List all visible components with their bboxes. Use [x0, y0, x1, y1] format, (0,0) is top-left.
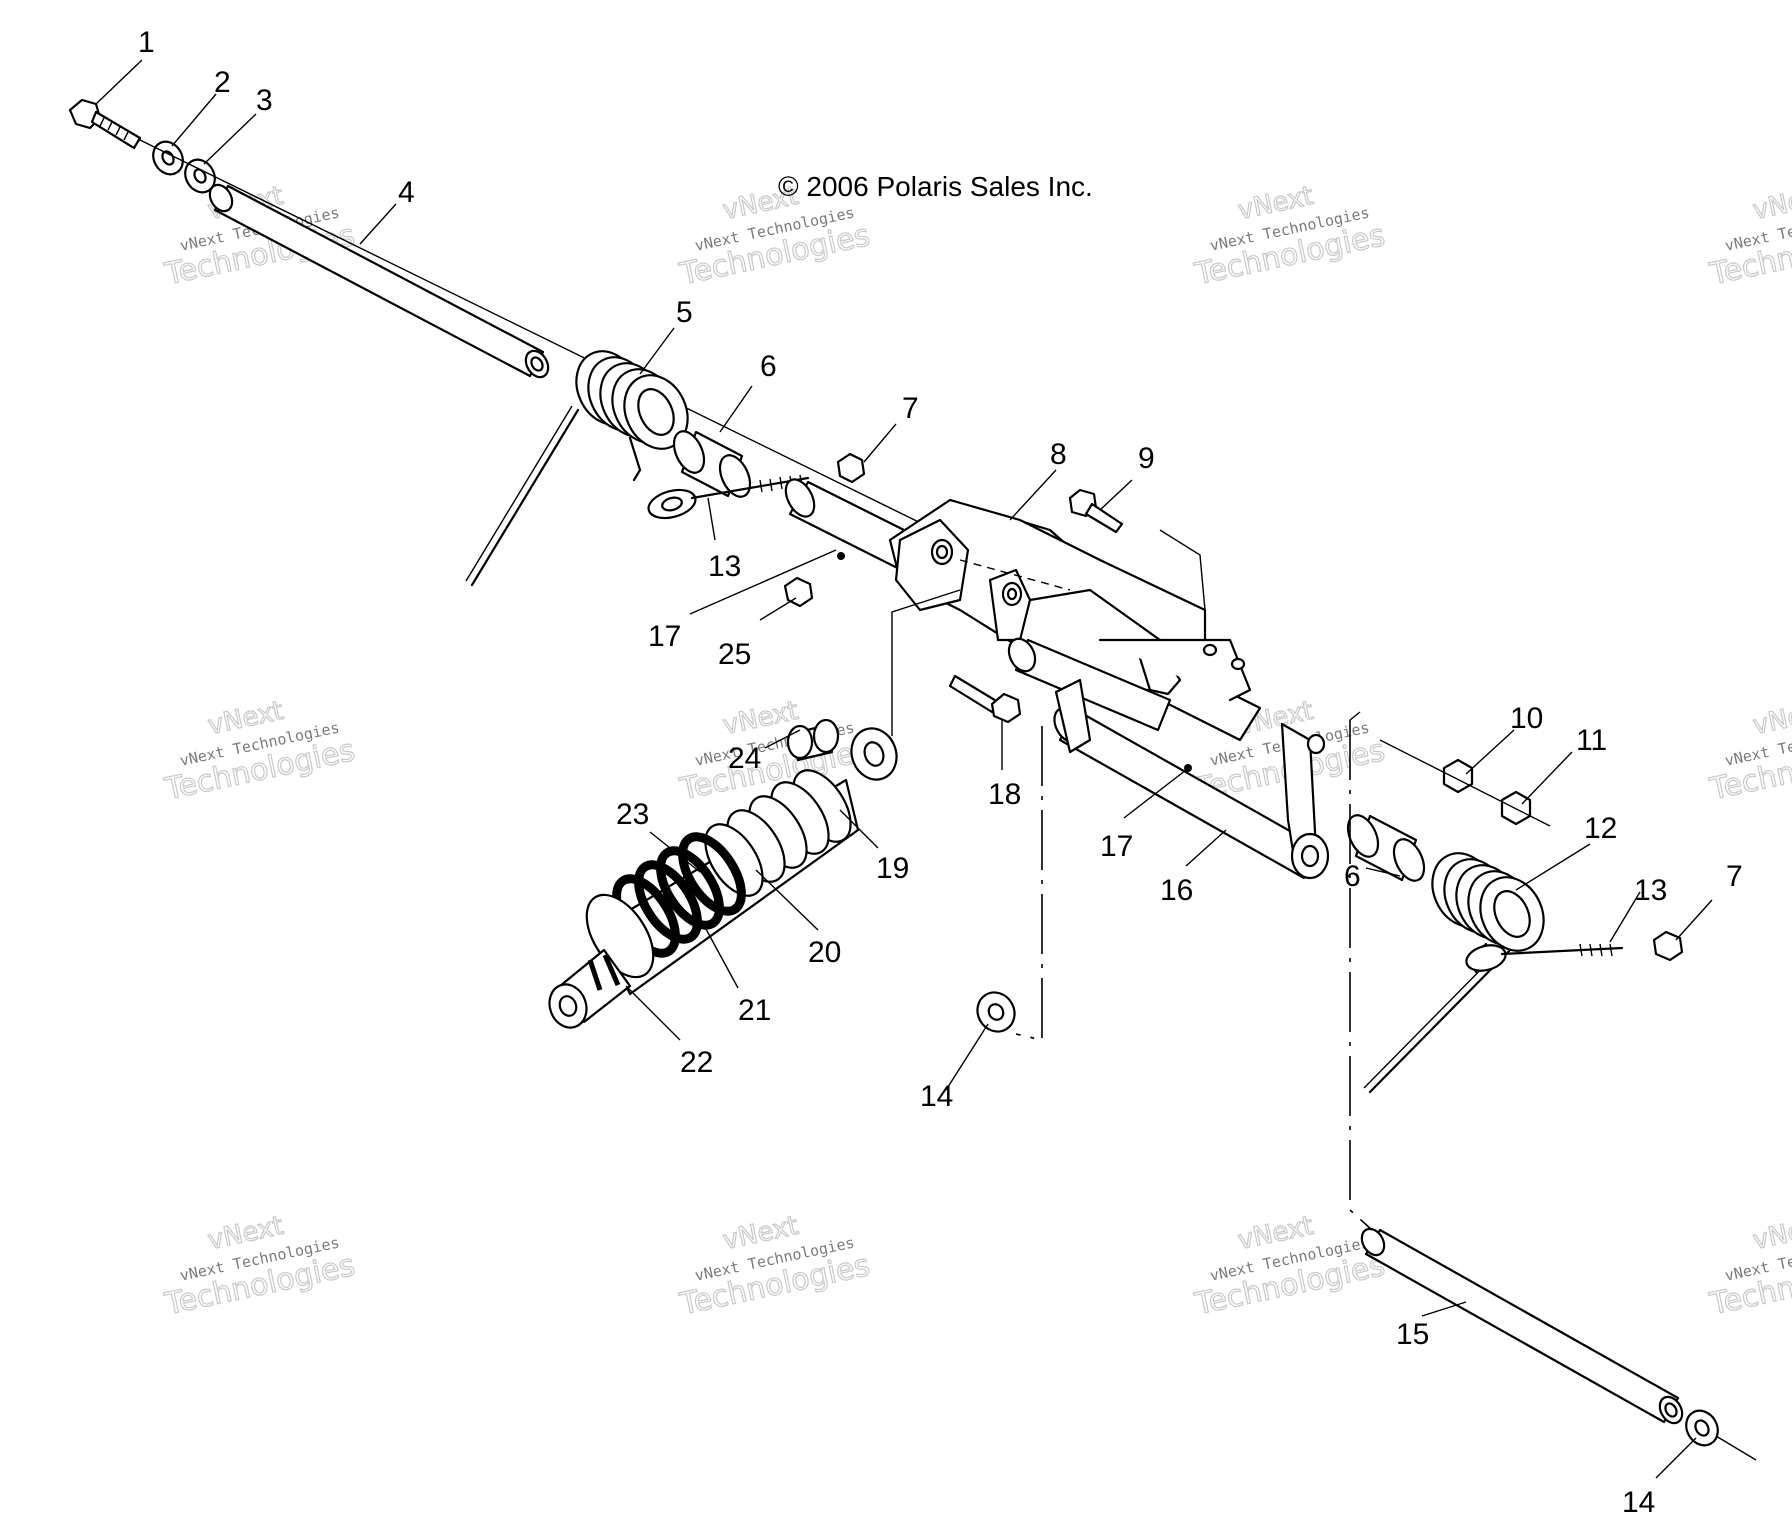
washer-part-14 — [1685, 1409, 1719, 1447]
watermark: vNext vNext Technologies Technologies — [1706, 1210, 1792, 1323]
callout-label: 20 — [808, 936, 841, 969]
callout-label: 18 — [988, 778, 1021, 811]
callout-label: 10 — [1510, 702, 1543, 735]
nut-part-10 — [1442, 758, 1474, 794]
callout-label: 16 — [1160, 874, 1193, 907]
watermark-text: vNext — [1750, 181, 1792, 226]
frame-part-8 — [784, 478, 1262, 742]
leader-lines — [95, 59, 1713, 1479]
nut-part-25 — [783, 576, 814, 608]
parts-drawing — [68, 59, 1757, 1479]
nut-part-7 — [836, 452, 866, 484]
callout-label: 11 — [1576, 724, 1607, 757]
bolt-part-1 — [68, 98, 142, 150]
watermark: vNext vNext Technologies Technologies — [161, 1210, 359, 1323]
callout-label: 14 — [1622, 1486, 1655, 1519]
torsion-spring-part-5 — [465, 350, 689, 587]
callout-label: 21 — [738, 994, 771, 1027]
washer-part-3 — [184, 158, 216, 194]
callout-label: 15 — [1396, 1318, 1429, 1351]
callout-label: 8 — [1050, 438, 1067, 471]
watermark-text: vNext — [1750, 696, 1792, 741]
shaft-part-16 — [1053, 678, 1330, 880]
callout-label: 4 — [398, 176, 415, 209]
callout-label: 19 — [876, 852, 909, 885]
watermark-text: vNext — [1750, 1211, 1792, 1256]
callout-label: 3 — [256, 84, 273, 117]
tube-part-15 — [1360, 1227, 1684, 1425]
callout-label: 13 — [1634, 874, 1667, 907]
tube-part-4 — [208, 183, 550, 379]
callout-label: 6 — [760, 350, 777, 383]
torsion-spring-part-12 — [1363, 852, 1545, 1094]
bushing-part-6 — [672, 430, 752, 498]
bolt-part-18 — [948, 674, 1022, 724]
callout-label: 6 — [1344, 860, 1361, 893]
watermark: vNext vNext Technologies Technologies — [1191, 180, 1389, 293]
watermark-layer: vNext vNext Technologies Technologies vN… — [161, 180, 1792, 1323]
callout-label: 17 — [648, 620, 681, 653]
callout-label: 17 — [1100, 830, 1133, 863]
callout-label: 14 — [920, 1080, 953, 1113]
nut-part-11 — [1500, 790, 1532, 826]
grease-fitting-part-17 — [837, 552, 845, 560]
callout-label: 22 — [680, 1046, 713, 1079]
bolt-part-9 — [1068, 488, 1124, 534]
eye-bolt-part-13 — [1465, 943, 1624, 972]
copyright-notice: © 2006 Polaris Sales Inc. — [778, 171, 1093, 202]
watermark: vNext vNext Technologies Technologies — [161, 695, 359, 808]
callout-label: 24 — [728, 742, 761, 775]
washer-part-14 — [976, 991, 1016, 1033]
callout-label: 2 — [214, 66, 231, 99]
callout-label: 9 — [1138, 442, 1155, 475]
callout-labels: 1 2 3 4 5 6 7 8 9 13 17 25 24 23 18 10 1… — [138, 26, 1743, 1519]
watermark: vNext vNext Technologies Technologies — [1191, 1210, 1389, 1323]
bushing-part-24 — [786, 718, 840, 762]
callout-label: 7 — [902, 392, 919, 425]
watermark: vNext vNext Technologies Technologies — [1706, 695, 1792, 808]
callout-label: 7 — [1726, 860, 1743, 893]
watermark: vNext vNext Technologies Technologies — [676, 1210, 874, 1323]
callout-label: 25 — [718, 638, 751, 671]
watermark: vNext vNext Technologies Technologies — [1706, 180, 1792, 293]
eye-bolt-part-13 — [647, 474, 810, 520]
callout-label: 12 — [1584, 812, 1617, 845]
callout-label: 23 — [616, 798, 649, 831]
shock-absorber-assembly — [548, 589, 961, 1029]
callout-label: 1 — [138, 26, 155, 59]
callout-label: 5 — [676, 296, 693, 329]
nut-part-7 — [1652, 930, 1684, 962]
callout-label: 13 — [708, 550, 741, 583]
washer-part-2 — [152, 140, 184, 176]
bushing-part-6 — [1346, 814, 1426, 882]
